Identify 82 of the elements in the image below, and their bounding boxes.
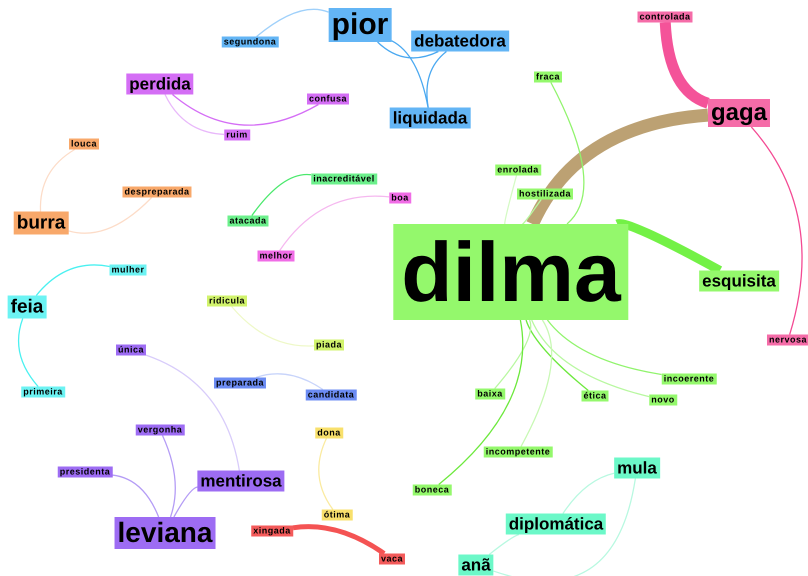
word-tag: vaca <box>378 554 406 564</box>
connector-line <box>279 196 390 251</box>
connector-line <box>520 320 552 447</box>
connector-line <box>550 82 585 224</box>
word-tag: mentirosa <box>197 470 285 492</box>
word-tag: louca <box>69 138 99 150</box>
word-tag: ruim <box>224 130 250 140</box>
connector-line <box>493 478 636 576</box>
word-tag: segundona <box>222 36 278 48</box>
word-tag: pior <box>328 8 392 42</box>
word-tag: anã <box>458 554 494 576</box>
word-tag: ótima <box>322 510 352 520</box>
word-tag: perdida <box>126 74 194 94</box>
word-tag: diplomática <box>506 514 606 534</box>
word-tag: debatedora <box>411 30 509 52</box>
word-tag: nervosa <box>766 334 808 346</box>
connector-line <box>318 438 334 510</box>
word-tag: dona <box>315 428 343 438</box>
word-tag: liquidada <box>390 108 470 128</box>
connector-line <box>173 486 198 518</box>
word-tag: presidenta <box>58 466 112 478</box>
word-tag: baixa <box>475 388 505 400</box>
connector-line <box>164 94 224 136</box>
connector-line <box>525 320 589 391</box>
word-tag: primeira <box>21 386 65 398</box>
word-tag: vergonha <box>136 424 184 436</box>
word-tag: xingada <box>251 526 293 536</box>
word-tag: leviana <box>114 517 216 549</box>
connector-line <box>68 197 152 234</box>
word-tag: controlada <box>638 12 692 22</box>
connector-line <box>162 435 176 518</box>
word-tag: boneca <box>412 484 452 496</box>
connector-line <box>660 22 710 108</box>
word-tag: candidata <box>306 390 356 400</box>
connector-line <box>438 320 524 485</box>
word-tag: burra <box>14 212 68 234</box>
connector-line <box>504 175 518 224</box>
word-tag: incoerente <box>662 374 716 384</box>
connector-line <box>494 320 532 389</box>
word-tag: melhor <box>258 250 294 262</box>
connector-line <box>292 524 386 556</box>
connector-line <box>377 42 439 59</box>
word-tag: atacada <box>227 216 269 226</box>
connector-line <box>426 51 447 108</box>
word-tag: fraca <box>534 72 562 82</box>
word-tag: despreparada <box>122 186 192 198</box>
connector-line <box>112 474 160 518</box>
connector-line <box>256 373 324 390</box>
word-tag: preparada <box>214 378 266 388</box>
word-tag: feia <box>8 296 46 318</box>
word-tag: dilma <box>393 224 629 320</box>
connector-line <box>40 148 75 212</box>
connector-line <box>256 8 329 37</box>
connector-line <box>526 108 709 227</box>
connector-line <box>520 199 542 226</box>
connector-line <box>36 264 110 296</box>
word-tag: gaga <box>708 99 770 127</box>
connector-line <box>562 472 614 514</box>
connector-line <box>18 318 39 387</box>
connector-line <box>750 126 803 335</box>
connector-line <box>391 40 429 108</box>
word-tag: ridicula <box>207 296 247 306</box>
word-tag: ética <box>582 390 608 402</box>
word-tag: mula <box>614 458 660 478</box>
word-tag: esquisita <box>699 270 779 292</box>
word-tag: enrolada <box>495 164 541 176</box>
word-tag: mulher <box>110 264 146 276</box>
word-tag: confusa <box>307 94 349 104</box>
connector-line <box>531 320 650 398</box>
connector-line <box>146 354 240 471</box>
connector-line <box>231 306 314 347</box>
word-tag: novo <box>649 394 677 406</box>
word-tag: inacreditável <box>311 174 377 184</box>
word-tag: única <box>116 344 146 356</box>
word-tag: boa <box>389 192 411 204</box>
connector-line <box>546 320 662 376</box>
word-tag: incompetente <box>484 446 552 458</box>
connector-line <box>251 174 312 216</box>
word-tag: piada <box>314 340 344 350</box>
connector-line <box>488 534 520 556</box>
word-tag: hostilizada <box>517 188 573 200</box>
connector-line <box>172 94 319 126</box>
